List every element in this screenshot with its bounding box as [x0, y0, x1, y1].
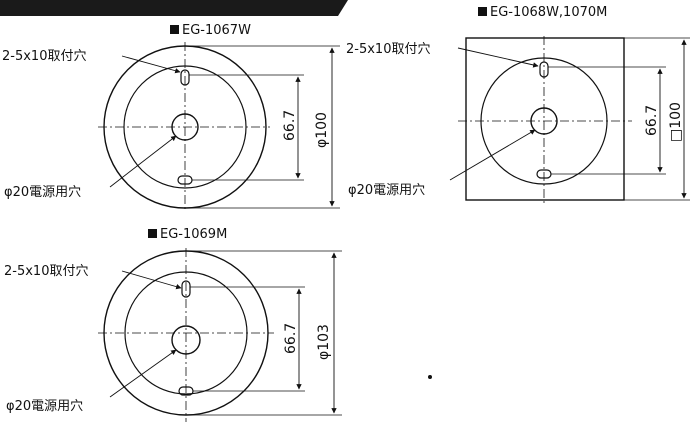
mount-slot-top — [180, 69, 190, 86]
mount-hole-label: 2-5x10取付穴 — [4, 264, 88, 279]
stray-mark — [428, 375, 432, 379]
power-hole-label: φ20電源用穴 — [348, 183, 425, 198]
mount-leader — [457, 47, 539, 68]
size-dim: φ100 — [314, 112, 330, 148]
diagram-eg-1069m: EG-1069M 2-5x10取付穴 φ20電源用穴 66.7 φ103 — [4, 227, 342, 422]
size-dim: φ103 — [316, 324, 332, 360]
diagram-title: EG-1069M — [160, 227, 227, 242]
title-marker — [170, 25, 179, 34]
power-leader — [109, 135, 177, 188]
size-dim: □100 — [668, 102, 684, 142]
mount-leader — [121, 270, 182, 290]
diagram-title: EG-1067W — [182, 23, 251, 38]
power-hole-label: φ20電源用穴 — [4, 185, 81, 200]
title-marker — [148, 229, 157, 238]
power-leader — [449, 129, 536, 181]
title-marker — [478, 7, 487, 16]
pitch-dim: 66.7 — [644, 105, 660, 136]
mount-leader — [121, 55, 181, 74]
mount-hole-label: 2-5x10取付穴 — [346, 42, 430, 57]
header-bar — [0, 0, 348, 16]
outer-plate-square — [465, 37, 625, 201]
power-hole-label: φ20電源用穴 — [6, 399, 83, 414]
diagram-eg-1068w-1070m: EG-1068W,1070M 2-5x10取付穴 φ20電源用穴 66.7 □1… — [346, 5, 690, 206]
pitch-dim: 66.7 — [283, 323, 299, 354]
mount-slot-top — [539, 61, 549, 78]
mount-hole-label: 2-5x10取付穴 — [2, 49, 86, 64]
diagram-eg-1067w: EG-1067W 2-5x10取付穴 φ20電源用穴 66.7 φ100 — [2, 23, 340, 212]
diagram-title: EG-1068W,1070M — [490, 5, 607, 20]
mount-slot-top — [181, 280, 191, 298]
pitch-dim: 66.7 — [282, 110, 298, 141]
power-leader — [109, 349, 177, 398]
